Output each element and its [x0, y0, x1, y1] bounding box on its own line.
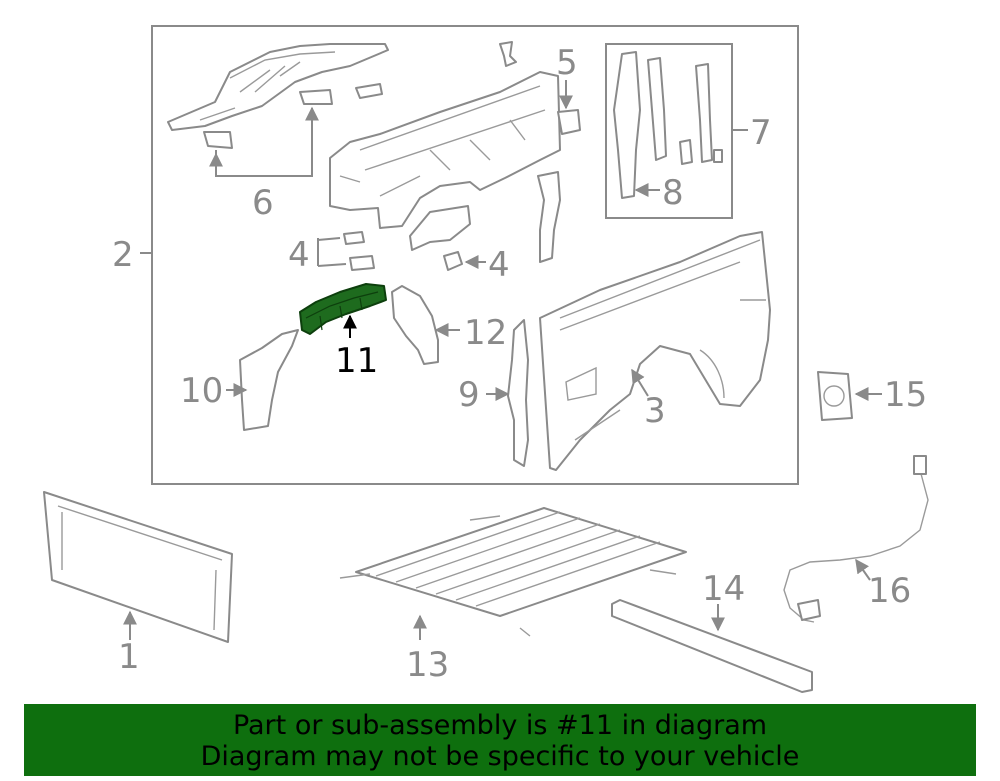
- leader-3: [631, 368, 649, 397]
- part-9-pillar: [507, 319, 529, 467]
- part-16-harness: [783, 455, 929, 623]
- part-13-floor: [339, 507, 687, 637]
- callout-15: 15: [884, 375, 927, 415]
- callout-11: 11: [335, 341, 378, 381]
- callout-9: 9: [458, 375, 480, 415]
- callout-4b: 4: [488, 245, 510, 285]
- inner-bracket: [409, 205, 471, 251]
- part-5-bracket: [499, 41, 581, 135]
- part-15-connector: [817, 371, 853, 421]
- callout-3: 3: [644, 391, 666, 431]
- callout-6: 6: [252, 183, 274, 223]
- leader-4a: [317, 237, 347, 267]
- callout-4a: 4: [288, 235, 310, 275]
- part-1-front-panel: [43, 491, 233, 643]
- part-3-outer-panel: [539, 231, 771, 471]
- callout-14: 14: [702, 569, 745, 609]
- callout-1: 1: [118, 637, 140, 677]
- parts-7-8-pillars: [613, 51, 723, 199]
- upright-bracket: [537, 171, 561, 263]
- callout-13: 13: [406, 645, 449, 685]
- part-10-panel: [239, 329, 299, 431]
- banner-line-2: Diagram may not be specific to your vehi…: [200, 741, 800, 772]
- callout-7: 7: [750, 113, 772, 153]
- part-4-clips: [343, 231, 463, 271]
- callout-10: 10: [180, 371, 223, 411]
- callout-5: 5: [556, 43, 578, 83]
- inner-side-panel: [329, 71, 561, 229]
- part-12-bracket: [391, 285, 439, 365]
- part-11-highlighted: [299, 283, 387, 335]
- info-banner: Part or sub-assembly is #11 in diagram D…: [24, 704, 976, 776]
- callout-16: 16: [868, 571, 911, 611]
- callout-12: 12: [464, 313, 507, 353]
- callout-2: 2: [112, 235, 134, 275]
- assembly-box-2: [151, 25, 799, 485]
- part-6-rail: [167, 43, 389, 149]
- banner-line-1: Part or sub-assembly is #11 in diagram: [232, 710, 768, 741]
- leader-16: [855, 558, 871, 581]
- part-14-rail: [611, 599, 813, 693]
- callout-8: 8: [662, 173, 684, 213]
